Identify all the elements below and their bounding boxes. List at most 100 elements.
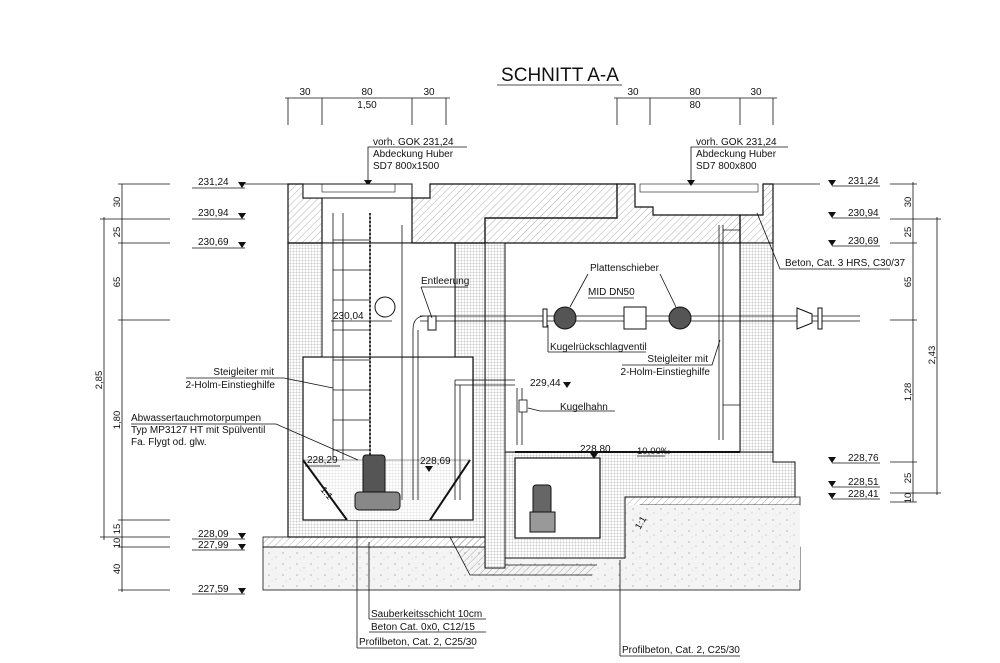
drawing-stroke: [238, 242, 246, 248]
drawing-stroke: [100, 183, 170, 591]
drawing-stroke: [287, 98, 447, 125]
drawing-label: 2,43: [927, 346, 938, 365]
valves: [374, 296, 823, 331]
drawing-label: 80: [361, 87, 373, 98]
drawing-label: 1,28: [903, 383, 914, 402]
drawing-label: Plattenschieber: [590, 263, 660, 274]
drawing-label: 230,69: [848, 236, 879, 247]
drawing-label: 231,24: [198, 177, 229, 188]
drawing-label: Profilbeton, Cat. 2, C25/30: [622, 645, 740, 656]
drawing-label: Sauberkeitsschicht 10cm: [371, 609, 482, 620]
drawing-label: 229,44: [530, 378, 561, 389]
drawing-label: 228,51: [848, 477, 879, 488]
drawing-stroke: [354, 491, 401, 511]
drawing-stroke: [739, 183, 774, 244]
level-marker: 227,59: [192, 584, 246, 595]
drawing-stroke: [828, 240, 836, 246]
drawing-stroke: [238, 588, 246, 594]
drawing-stroke: [687, 180, 695, 186]
drawing-stroke: [302, 183, 413, 199]
top-slab: [287, 183, 774, 244]
drawing-label: 10: [903, 493, 914, 504]
level-marker: 230,69: [828, 236, 880, 247]
drawing-label: 30: [750, 87, 762, 98]
drawing-stroke: [529, 511, 556, 533]
drawing-stroke: [514, 457, 601, 539]
drawing-label: MID DN50: [588, 287, 635, 298]
drawing-stroke: [817, 307, 823, 330]
drawing-label: 65: [112, 277, 123, 288]
drawing-stroke: [484, 242, 506, 569]
drawing-stroke: [563, 382, 571, 388]
ladder-right: [718, 225, 740, 440]
drawing-label: Kugelhahn: [560, 402, 608, 413]
drawing-stroke: [516, 388, 523, 445]
pump-left-icon: [354, 454, 401, 511]
drawing-label: Typ MP3127 HT mit Spülventil: [131, 425, 265, 436]
drawing-label: Steigleiter mit: [213, 367, 274, 378]
dimension-chain-left: 30 25 65 1,80 15 10 40 2,85: [94, 183, 170, 592]
level-marker: 227,99: [192, 540, 246, 551]
drawing-stroke: [321, 183, 396, 193]
drawing-stroke: [332, 213, 344, 460]
drawing-label: 228,29: [307, 455, 338, 466]
drawing-label: 230,94: [848, 208, 879, 219]
drawing-stroke: [303, 460, 470, 520]
drawing-label: 2,85: [94, 371, 105, 390]
drawing-stroke: [356, 520, 474, 649]
drawing-label: 30: [112, 197, 123, 208]
drawing-label: 1,80: [112, 411, 123, 430]
drawing-stroke: [527, 407, 615, 412]
drawing-stroke: [547, 325, 646, 353]
drawing-stroke: [238, 544, 246, 550]
drawing-stroke: [302, 459, 471, 521]
drawing-label: 230,04: [333, 311, 364, 322]
level-marker: 230,94: [192, 208, 246, 220]
annotations: Entleerung 230,04 Plattenschieber MID DN…: [131, 212, 906, 657]
drawing-stroke: [828, 212, 836, 218]
ball-valve-icon: [518, 399, 528, 413]
drawing-stroke: [828, 481, 836, 487]
drawing-stroke: [828, 180, 836, 186]
drawing-label: Beton, Cat. 3 HRS, C30/37: [785, 258, 906, 269]
drawing-label: 228,80: [580, 444, 611, 455]
drawing-label: 228,41: [848, 489, 879, 500]
drawing-label: 25: [903, 227, 914, 238]
reducer-icon: [796, 307, 813, 330]
drawing-stroke: [828, 457, 836, 463]
drawing-stroke: [362, 454, 386, 496]
drawing-label: 227,59: [198, 584, 229, 595]
drawing-label: 65: [903, 277, 914, 288]
gate-valve-icon: [668, 306, 692, 330]
drawing-stroke: [569, 273, 677, 308]
drawing-stroke: [427, 315, 437, 331]
top-dimension-right: 30 80 30 80: [614, 87, 777, 125]
drawing-label: 230,69: [198, 237, 229, 248]
drawing-stroke: [890, 183, 941, 503]
drawing-label: 227,99: [198, 540, 229, 551]
drawing-stroke: [718, 225, 724, 440]
cover-callout-right: vorh. GOK 231,24 Abdeckung Huber SD7 800…: [687, 137, 788, 186]
drawing-stroke: [425, 466, 433, 472]
drawing-stroke: [238, 182, 246, 188]
level-marker: 228,76: [828, 453, 880, 464]
drawing-label: 30: [627, 87, 639, 98]
drawing-label: Abdeckung Huber: [373, 149, 454, 160]
drawing-label: Steigleiter mit: [647, 354, 708, 365]
drawing-label: 30: [423, 87, 435, 98]
flowmeter-icon: [623, 306, 647, 330]
drawing-stroke: [532, 484, 552, 516]
drawing-stroke: [333, 239, 370, 451]
drawing-label: 40: [112, 564, 123, 575]
drawing-label: 80: [689, 100, 701, 111]
drawing-stroke: [690, 146, 788, 182]
level-marker: 228,09: [192, 529, 246, 540]
drawing-stroke: [828, 493, 836, 499]
level-marker: 230,69: [192, 237, 246, 249]
dimension-chain-right: 30 25 65 1,28 25 10 2,43: [890, 182, 941, 503]
drawing-label: vorh. GOK 231,24: [373, 137, 454, 148]
drawing-label: 15: [112, 524, 123, 535]
level-marker: 228,51: [828, 477, 880, 488]
drawing-label: 2-Holm-Einstieghilfe: [621, 367, 711, 378]
